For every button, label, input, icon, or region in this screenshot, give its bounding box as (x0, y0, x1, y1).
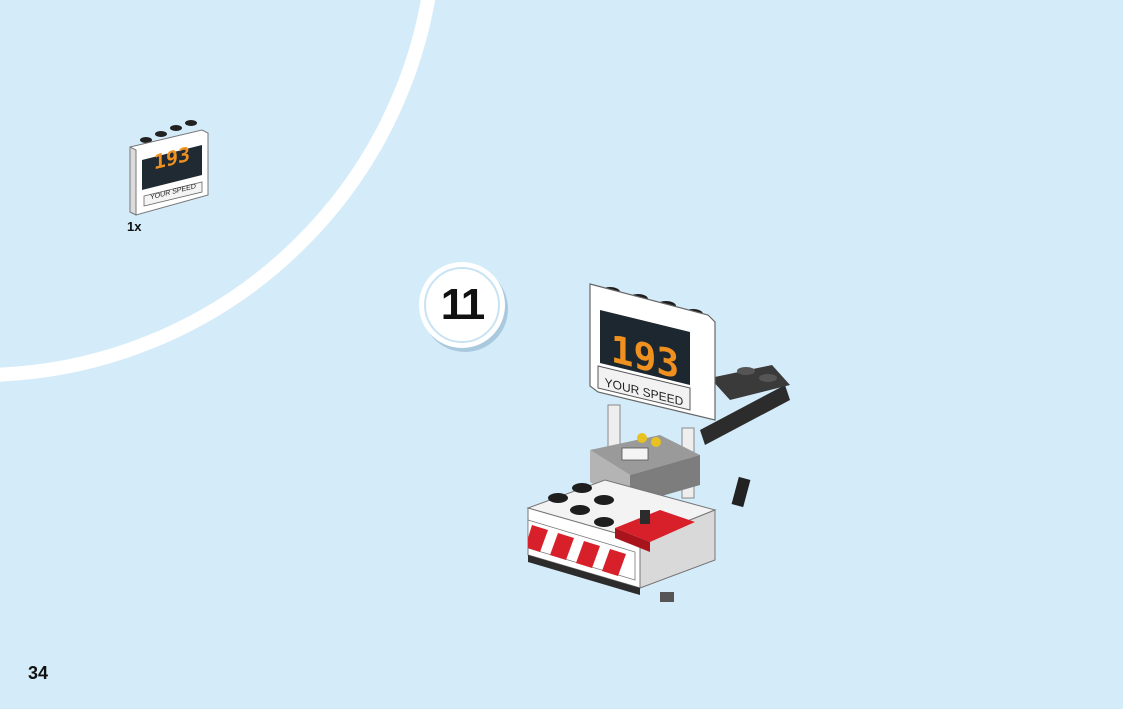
step-number: 11 (424, 267, 500, 343)
display-panel-part-image: 193 YOUR SPEED (129, 120, 209, 216)
page-number: 34 (28, 663, 49, 683)
speed-sign-model-illustration: 193 YOUR SPEED (526, 283, 790, 602)
step-number-badge: 11 (419, 262, 505, 348)
part-quantity: 1x (127, 219, 142, 234)
